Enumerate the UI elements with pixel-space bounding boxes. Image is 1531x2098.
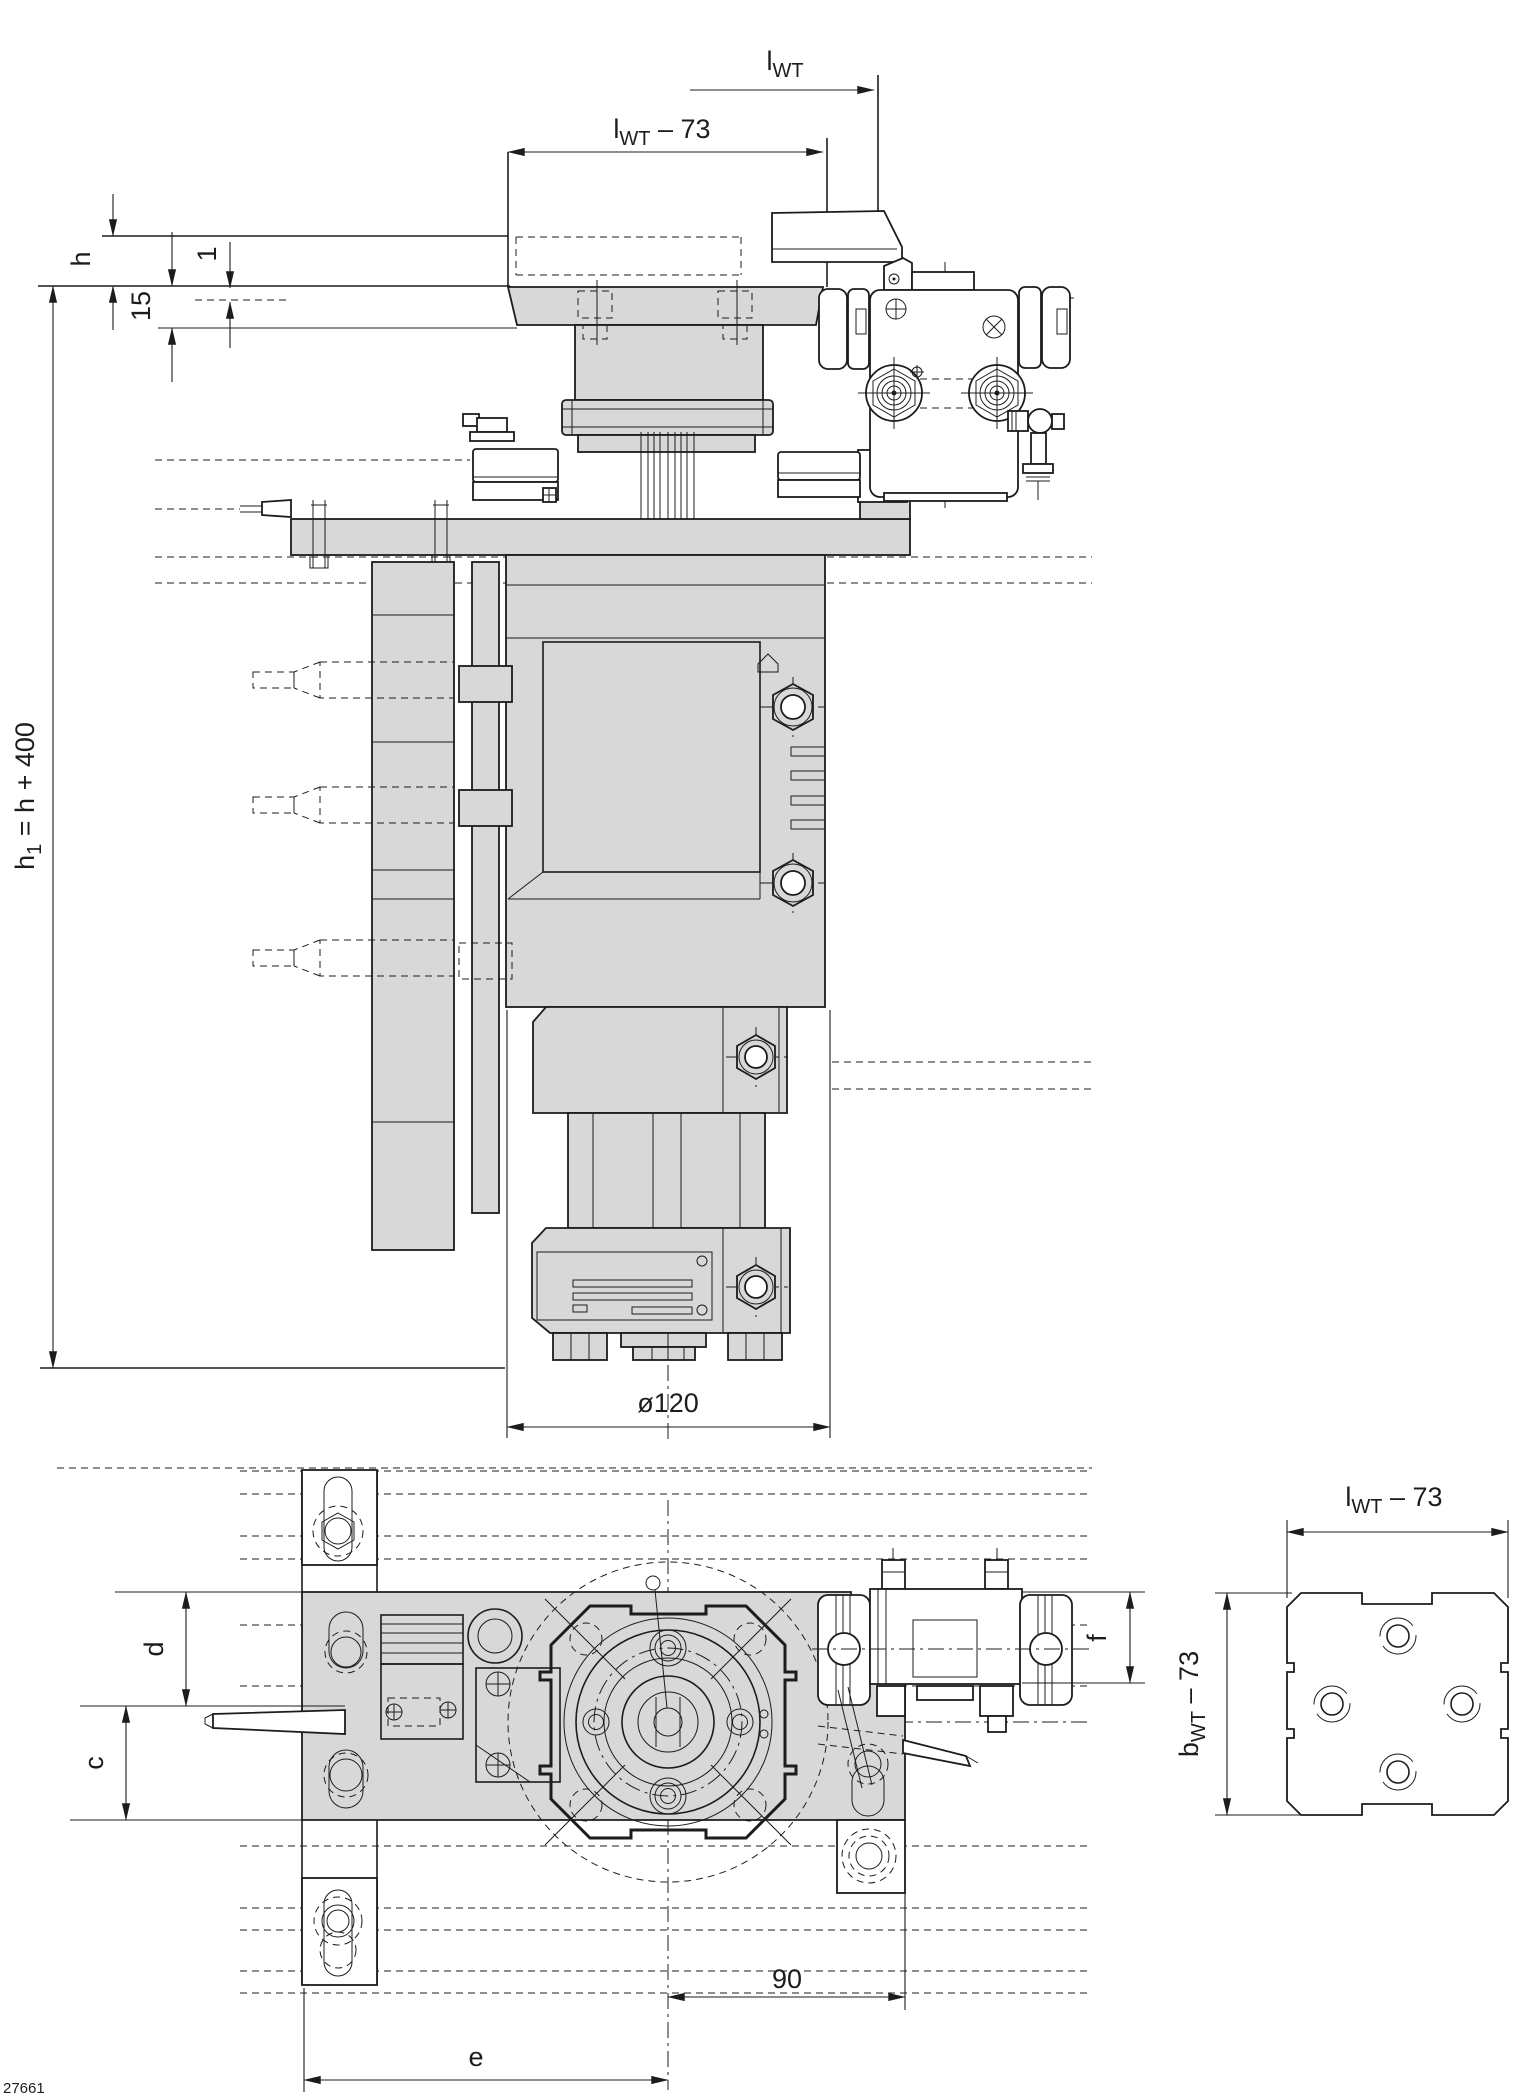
pallet-detail-view: lWT – 73 bWT – 73 — [1174, 1482, 1509, 1816]
plan-view: d c f 90 e — [70, 1469, 1145, 2092]
rotary-housing — [507, 1561, 829, 1883]
docking-clamp — [812, 1548, 1092, 1733]
body-hex-bolt-upper — [760, 677, 826, 737]
dim-bwt-minus-73: bWT – 73 — [1174, 1651, 1210, 1757]
index-bolts — [582, 1629, 754, 1815]
pallet-dimensions: lWT – 73 bWT – 73 — [1174, 1482, 1509, 1816]
bolt-plate-bottom — [301, 1877, 378, 1986]
figure-number: 27661 — [3, 2080, 45, 2097]
dim-dia120: ø120 — [637, 1388, 699, 1418]
dim-f: f — [1082, 1634, 1112, 1642]
dim-lwt-minus-73: lWT – 73 — [613, 114, 710, 150]
dim-c: c — [79, 1756, 109, 1770]
dim-pallet-lwt-minus-73: lWT – 73 — [1345, 1482, 1442, 1518]
dim-h1: h1 = h + 400 — [10, 722, 46, 870]
cyl-hex-bolt-upper — [726, 1027, 788, 1087]
port-boss-right — [961, 357, 1033, 429]
front-view: lWT lWT – 73 h 15 1 h1 = h + 400 ø120 — [10, 46, 1092, 1469]
clamp-lever-details — [817, 1686, 979, 1894]
dim-h: h — [66, 251, 96, 266]
tool-cones — [252, 661, 455, 977]
dim-d: d — [139, 1641, 169, 1656]
cyl-hex-bolt-lower — [726, 1257, 788, 1317]
left-bracket — [240, 413, 559, 518]
dim-15: 15 — [126, 291, 156, 321]
port-boss-left — [858, 357, 930, 429]
pallet-holes — [1313, 1617, 1481, 1791]
plan-dimensions: d c f 90 e — [70, 1591, 1145, 2092]
valve-assembly — [771, 210, 1071, 502]
pallet-outline — [38, 75, 879, 287]
bolt-plate-top — [301, 1469, 378, 1566]
lift-unit-body — [290, 280, 911, 1251]
cylinder-assembly — [40, 1006, 791, 1369]
spindle-splines — [640, 432, 695, 536]
dim-1: 1 — [192, 246, 222, 261]
dim-90: 90 — [772, 1964, 802, 1994]
dim-e: e — [468, 2042, 483, 2072]
front-dimensions: lWT lWT – 73 h 15 1 h1 = h + 400 ø120 — [10, 46, 875, 1438]
dim-lwt: lWT — [766, 46, 803, 82]
plate-details-left — [204, 1608, 561, 1809]
body-hex-bolt-lower — [760, 853, 826, 913]
